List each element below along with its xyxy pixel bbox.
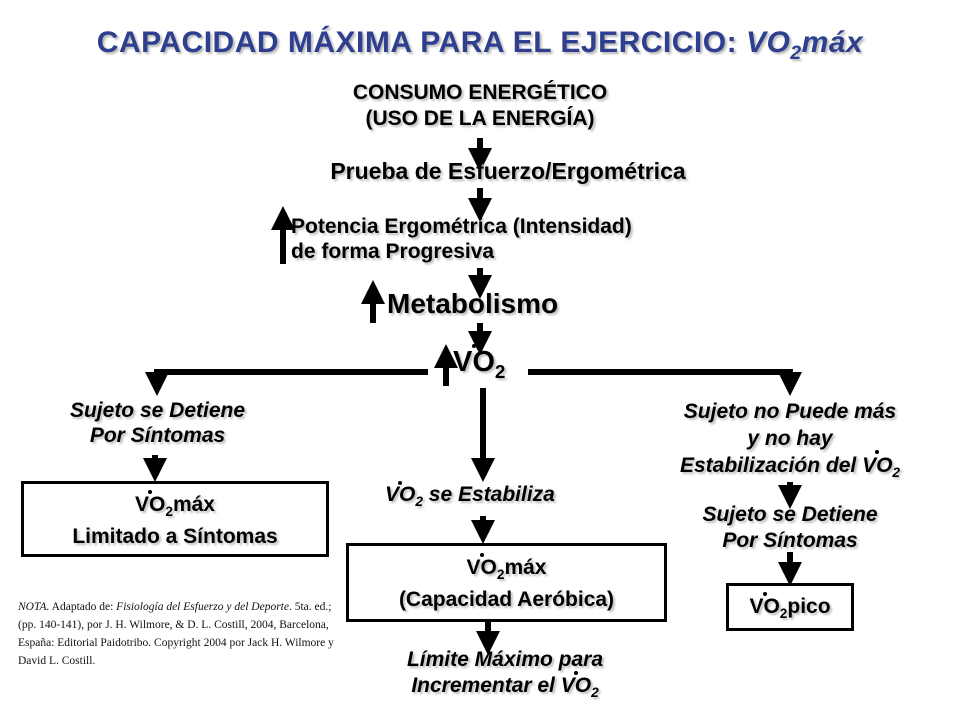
vo2-node: VO2: [453, 343, 506, 382]
right-vo2pico-box: VO2pico: [726, 583, 854, 631]
page-title: CAPACIDAD MÁXIMA PARA EL EJERCICIO: VO2m…: [96, 26, 864, 64]
branch-left: [145, 369, 428, 396]
center-vo2-estabiliza: VO2 se Estabiliza: [385, 481, 555, 510]
left-vo2max-box: VO2máx Limitado a Síntomas: [21, 481, 329, 557]
consumo-energetico: CONSUMO ENERGÉTICO (USO DE LA ENERGÍA): [352, 81, 608, 130]
right-sujeto-no-puede: Sujeto no Puede más y no hay Estabilizac…: [680, 400, 900, 481]
source-note: NOTA. Adaptado de: Fisiología del Esfuer…: [18, 601, 334, 667]
potencia-ergometrica: Potencia Ergométrica (Intensidad) de for…: [291, 215, 632, 263]
right-sujeto-detiene: Sujeto se Detiene Por Síntomas: [702, 503, 878, 552]
branch-right: [528, 369, 802, 396]
prueba-esfuerzo: Prueba de Esfuerzo/Ergométrica: [330, 158, 686, 184]
center-limite-maximo: Límite Máximo para Incrementar el VO2: [406, 648, 604, 701]
left-sujeto-detiene: Sujeto se Detiene Por Síntomas: [69, 399, 246, 447]
metabolismo: Metabolismo: [387, 288, 559, 319]
center-vo2max-box: VO2máx (Capacidad Aeróbica): [346, 543, 667, 622]
